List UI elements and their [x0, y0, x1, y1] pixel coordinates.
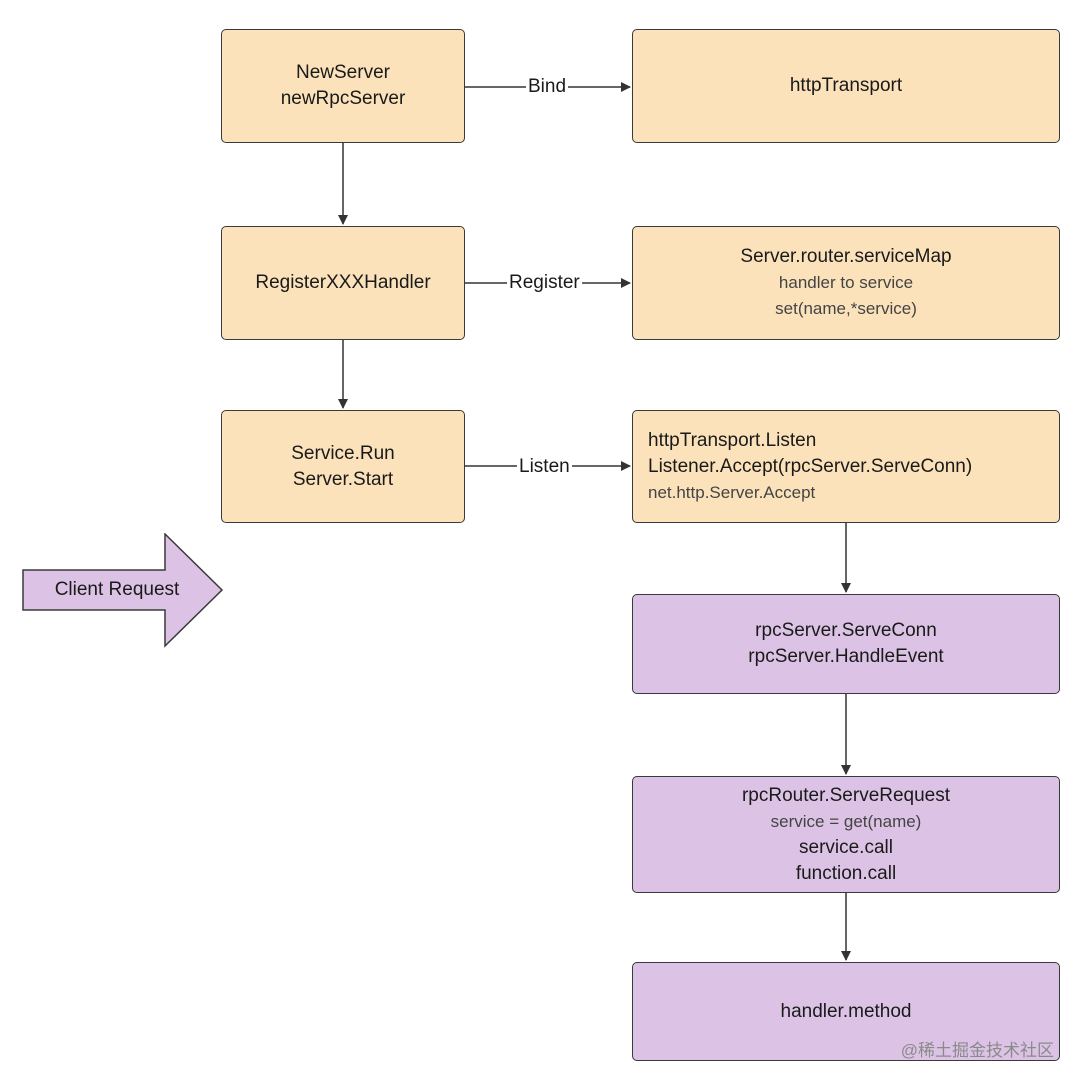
node-title: rpcRouter.ServeRequest: [741, 784, 951, 806]
edge-label-register: Register: [507, 272, 582, 294]
node-register-handler: RegisterXXXHandler: [221, 226, 465, 340]
edge-label-listen: Listen: [517, 456, 572, 478]
node-line: function.call: [795, 862, 897, 884]
node-service-run: Service.Run Server.Start: [221, 410, 465, 523]
node-service-map: Server.router.serviceMap handler to serv…: [632, 226, 1060, 340]
node-http-transport: httpTransport: [632, 29, 1060, 143]
node-line: rpcServer.ServeConn: [755, 620, 937, 641]
node-sub: set(name,*service): [775, 299, 917, 318]
node-serve-request: rpcRouter.ServeRequest service = get(nam…: [632, 776, 1060, 893]
client-request-label: Client Request: [54, 579, 180, 600]
edge-label-bind: Bind: [526, 76, 569, 98]
watermark-text: @稀土掘金技术社区: [900, 1041, 1054, 1060]
node-line: RegisterXXXHandler: [255, 272, 431, 293]
node-line: Server.Start: [292, 468, 394, 490]
client-request-arrow: [22, 533, 224, 648]
node-sub: handler to service: [778, 273, 914, 292]
node-line: httpTransport.Listen: [648, 429, 817, 451]
node-title: Server.router.serviceMap: [740, 246, 952, 267]
node-serve-conn: rpcServer.ServeConn rpcServer.HandleEven…: [632, 594, 1060, 694]
node-listen: httpTransport.Listen Listener.Accept(rpc…: [632, 410, 1060, 523]
node-sub: service = get(name): [770, 811, 922, 831]
node-line: newRpcServer: [280, 88, 406, 109]
node-line: handler.method: [780, 1000, 912, 1022]
node-line: NewServer: [296, 62, 390, 83]
node-sub: net.http.Server.Accept: [648, 482, 816, 502]
node-line: Service.Run: [291, 442, 395, 464]
node-handler-method: handler.method: [632, 962, 1060, 1061]
node-line: rpcServer.HandleEvent: [748, 646, 944, 667]
node-line: service.call: [799, 836, 893, 858]
node-line: httpTransport: [789, 75, 903, 96]
node-new-server: NewServer newRpcServer: [221, 29, 465, 143]
node-line: Listener.Accept(rpcServer.ServeConn): [648, 455, 973, 477]
